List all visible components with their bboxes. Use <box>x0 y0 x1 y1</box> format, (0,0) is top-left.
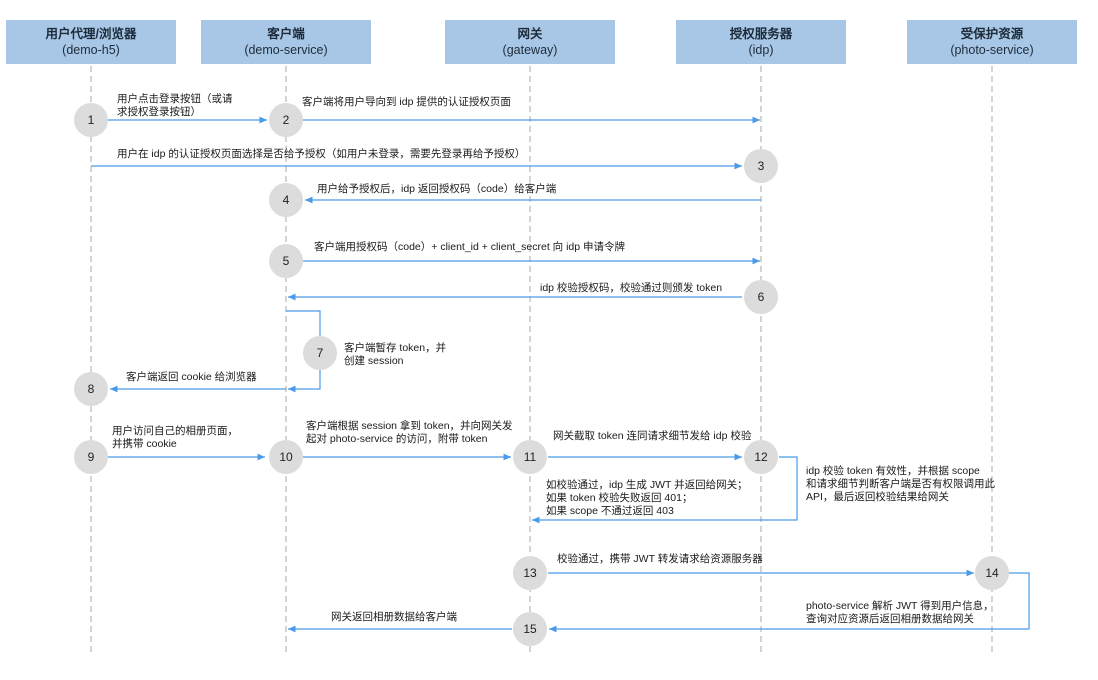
note-step-7: 客户端暂存 token，并 创建 session <box>344 342 446 368</box>
lane-title: 授权服务器 <box>729 27 793 41</box>
note-line: API，最后返回校验结果给网关 <box>806 491 949 503</box>
lane-header-browser: 用户代理/浏览器 (demo-h5) <box>6 20 176 64</box>
step-8: 8 <box>74 372 108 406</box>
step-15: 15 <box>513 612 547 646</box>
note-step-11: 网关截取 token 连同请求细节发给 idp 校验 <box>553 430 752 442</box>
lane-header-client: 客户端 (demo-service) <box>201 20 371 64</box>
lane-subtitle: (idp) <box>748 43 774 57</box>
step-10: 10 <box>269 440 303 474</box>
note-step-5: 客户端用授权码（code）+ client_id + client_secret… <box>314 241 626 253</box>
note-step-8: 客户端返回 cookie 给浏览器 <box>126 371 257 383</box>
lane-header-photo: 受保护资源 (photo-service) <box>907 20 1077 64</box>
note-line: 查询对应资源后返回相册数据给网关 <box>806 613 974 625</box>
step-6: 6 <box>744 280 778 314</box>
lane-subtitle: (demo-h5) <box>62 43 120 57</box>
note-step-15: 网关返回相册数据给客户端 <box>331 611 457 623</box>
note-step-3: 用户在 idp 的认证授权页面选择是否给予授权（如用户未登录，需要先登录再给予授… <box>117 148 526 160</box>
note-line: 用户访问自己的相册页面， <box>112 425 238 437</box>
note-step-9: 用户访问自己的相册页面， 并携带 cookie <box>112 425 238 451</box>
step-12: 12 <box>744 440 778 474</box>
step-5: 5 <box>269 244 303 278</box>
lane-title: 客户端 <box>267 27 305 41</box>
step-11: 11 <box>513 440 547 474</box>
step-1: 1 <box>74 103 108 137</box>
note-step-4: 用户给予授权后，idp 返回授权码（code）给客户端 <box>317 183 557 195</box>
lane-subtitle: (photo-service) <box>950 43 1034 57</box>
step-4: 4 <box>269 183 303 217</box>
lane-title: 受保护资源 <box>960 27 1024 41</box>
step-2: 2 <box>269 103 303 137</box>
note-line: photo-service 解析 JWT 得到用户信息， <box>806 600 994 612</box>
note-line: 如果 scope 不通过返回 403 <box>546 505 674 517</box>
note-step-12-result: 如校验通过，idp 生成 JWT 并返回给网关； 如果 token 校验失败返回… <box>546 479 748 518</box>
lane-header-idp: 授权服务器 (idp) <box>676 20 846 64</box>
note-line: 客户端暂存 token，并 <box>344 342 447 354</box>
note-step-14: photo-service 解析 JWT 得到用户信息， 查询对应资源后返回相册… <box>806 600 994 626</box>
note-line: 创建 session <box>344 355 404 367</box>
lane-subtitle: (demo-service) <box>244 43 328 57</box>
arrow-14 <box>549 572 1030 633</box>
step-7: 7 <box>303 336 337 370</box>
step-13: 13 <box>513 556 547 590</box>
note-line: 和请求细节判断客户端是否有权限调用此 <box>806 478 995 490</box>
note-line: 起对 photo-service 的访问，附带 token <box>306 433 488 445</box>
step-9: 9 <box>74 440 108 474</box>
step-14: 14 <box>975 556 1009 590</box>
note-line: idp 校验 token 有效性，并根据 scope <box>806 465 980 477</box>
note-line: 用户点击登录按钮（或请 <box>117 93 233 105</box>
note-line: 如果 token 校验失败返回 401； <box>546 492 693 504</box>
lane-subtitle: (gateway) <box>502 43 558 57</box>
lane-title: 用户代理/浏览器 <box>45 27 137 41</box>
note-line: 并携带 cookie <box>112 438 177 450</box>
note-line: 客户端根据 session 拿到 token，并向网关发 <box>306 420 513 432</box>
lane-header-gateway: 网关 (gateway) <box>445 20 615 64</box>
arrow-12 <box>532 456 798 524</box>
note-step-6: idp 校验授权码，校验通过则颁发 token <box>540 282 723 294</box>
note-step-12: idp 校验 token 有效性，并根据 scope 和请求细节判断客户端是否有… <box>806 465 995 504</box>
note-step-10: 客户端根据 session 拿到 token，并向网关发 起对 photo-se… <box>306 420 513 446</box>
note-step-1: 用户点击登录按钮（或请 求授权登录按钮） <box>117 93 233 119</box>
note-step-2: 客户端将用户导向到 idp 提供的认证授权页面 <box>302 96 511 108</box>
note-line: 如校验通过，idp 生成 JWT 并返回给网关； <box>546 479 748 491</box>
step-3: 3 <box>744 149 778 183</box>
lane-title: 网关 <box>517 27 543 41</box>
note-line: 求授权登录按钮） <box>117 106 201 118</box>
note-step-13: 校验通过，携带 JWT 转发请求给资源服务器 <box>557 553 763 565</box>
